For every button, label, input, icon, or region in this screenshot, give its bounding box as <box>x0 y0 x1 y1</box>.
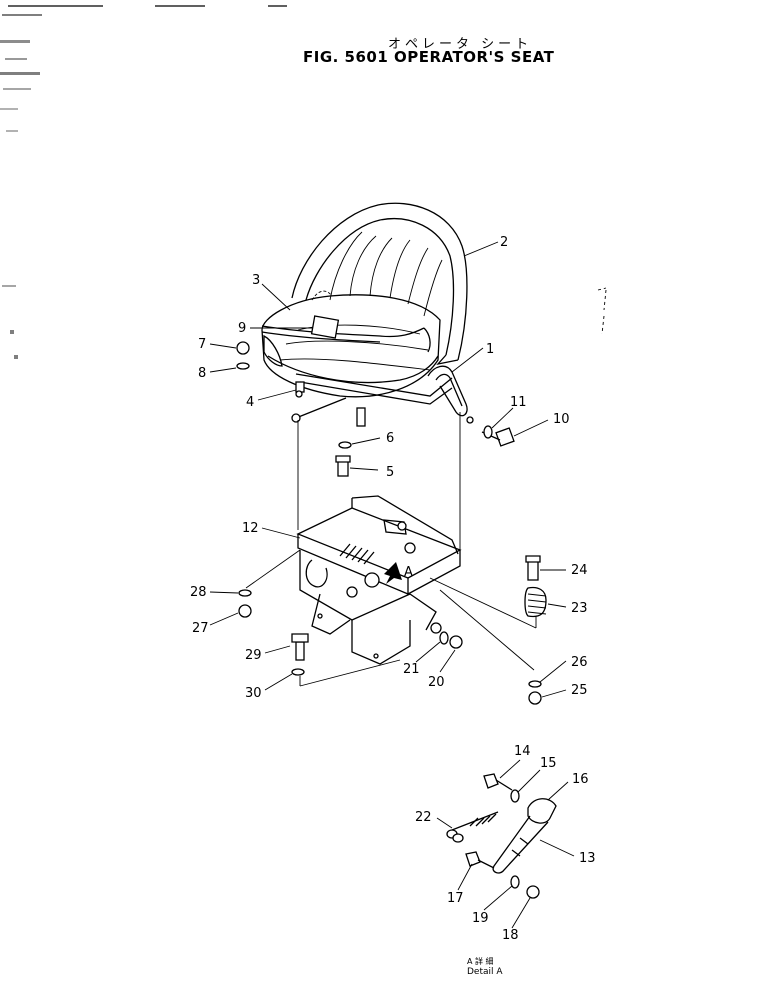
suspension-fasteners <box>238 555 547 705</box>
callout-28: 28 <box>190 585 207 600</box>
callout-14: 14 <box>514 744 531 759</box>
callout-15: 15 <box>540 756 557 771</box>
callout-27: 27 <box>192 621 209 636</box>
callout-21: 21 <box>403 662 420 677</box>
callout-30: 30 <box>245 686 262 701</box>
seat-cushion <box>261 294 453 405</box>
leader-lines <box>209 241 575 929</box>
callout-13: 13 <box>579 851 596 866</box>
callout-20: 20 <box>428 675 445 690</box>
detail-caption-japanese: A 詳 細 <box>467 957 494 966</box>
callout-11: 11 <box>510 395 527 410</box>
callout-7: 7 <box>198 337 206 352</box>
callout-24: 24 <box>571 563 588 578</box>
callout-9: 9 <box>238 321 246 336</box>
scan-noise <box>0 14 42 359</box>
seat-backrest <box>291 202 607 366</box>
detail-caption: Detail A <box>467 967 503 977</box>
callout-3: 3 <box>252 273 260 288</box>
detail-a-marker: A <box>404 565 413 580</box>
callout-4: 4 <box>246 395 254 410</box>
callout-23: 23 <box>571 601 588 616</box>
callout-8: 8 <box>198 366 206 381</box>
callout-17: 17 <box>447 891 464 906</box>
callout-22: 22 <box>415 810 432 825</box>
callout-12: 12 <box>242 521 259 536</box>
figure-title-japanese: オペレータ シート <box>388 37 533 52</box>
callout-29: 29 <box>245 648 262 663</box>
detail-a-arrow <box>384 562 402 584</box>
suspension-base <box>296 495 462 665</box>
seat-belt <box>261 290 431 353</box>
figure-title: FIG. 5601 OPERATOR'S SEAT <box>303 48 555 66</box>
callout-6: 6 <box>386 431 394 446</box>
callout-19: 19 <box>472 911 489 926</box>
callout-25: 25 <box>571 683 588 698</box>
part-callouts: 1 2 3 4 5 6 7 8 9 10 11 12 13 14 15 16 1… <box>190 235 596 943</box>
callout-10: 10 <box>553 412 570 427</box>
callout-26: 26 <box>571 655 588 670</box>
callout-5: 5 <box>386 465 394 480</box>
callout-2: 2 <box>500 235 508 250</box>
callout-16: 16 <box>572 772 589 787</box>
callout-18: 18 <box>502 928 519 943</box>
seat-mount-hardware <box>236 341 515 477</box>
callout-1: 1 <box>486 342 494 357</box>
assembly-guide-lines <box>245 412 537 687</box>
detail-a-assembly <box>446 773 557 899</box>
